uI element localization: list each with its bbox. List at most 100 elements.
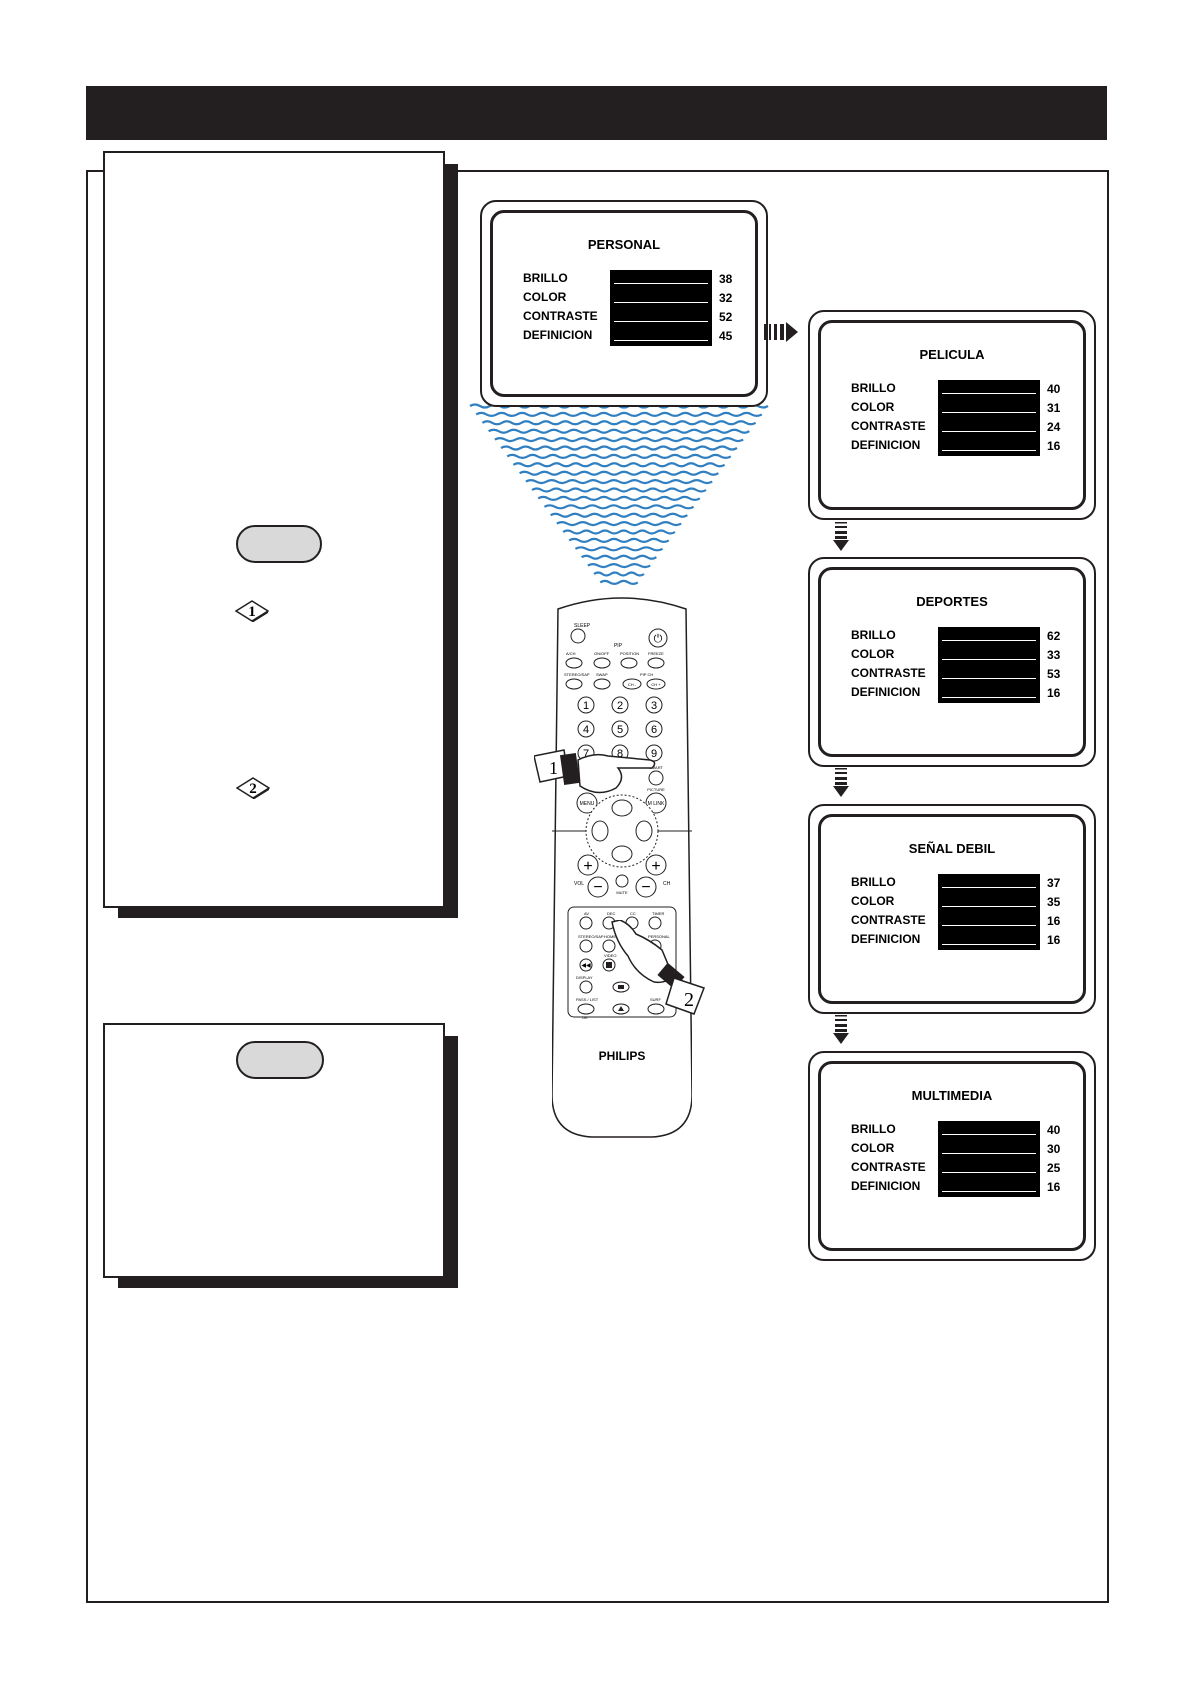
navigation-ring — [585, 794, 659, 868]
home-label: HOME — [604, 934, 616, 939]
signal-wave — [556, 521, 682, 527]
menu-button[interactable] — [576, 792, 598, 814]
stereo-button[interactable] — [565, 678, 583, 690]
tv-menu-title: DEPORTES — [916, 594, 988, 609]
ach-label: A/CH — [566, 651, 576, 656]
tv-setting-value: 16 — [1047, 933, 1061, 947]
freeze-button[interactable] — [647, 657, 665, 669]
signal-wave — [587, 563, 651, 569]
plus-icon: + — [583, 858, 592, 875]
bar-line — [942, 431, 1036, 432]
bar-line — [614, 340, 708, 341]
bar-line — [942, 450, 1036, 451]
main-frame — [86, 170, 1109, 1603]
pip-ch-minus-button[interactable] — [622, 678, 642, 690]
signal-wave — [550, 512, 688, 518]
position-button[interactable] — [620, 657, 638, 669]
header-bar — [86, 86, 1107, 140]
bar-line — [614, 302, 708, 303]
ach-button[interactable] — [565, 657, 583, 669]
record-icon — [618, 985, 624, 989]
digit-button-6[interactable] — [645, 720, 663, 738]
tv-setting-value: 16 — [1047, 439, 1061, 453]
digit-button-4[interactable] — [577, 720, 595, 738]
tv-setting-value: 45 — [719, 329, 733, 343]
bar-line — [942, 640, 1036, 641]
bar-line — [942, 944, 1036, 945]
timer-button[interactable] — [648, 916, 662, 930]
signal-wave — [531, 487, 707, 493]
dec-label: DEC — [607, 911, 616, 916]
digit-label: 1 — [583, 700, 589, 712]
power-button[interactable] — [648, 628, 668, 648]
ch-plus-label: CH + — [651, 682, 661, 687]
stereo-label: STEREO/SAP — [564, 672, 590, 677]
stereo-button-2[interactable] — [579, 939, 593, 953]
vol-minus-button[interactable] — [587, 876, 609, 898]
tv-screen-1: PERSONAL BRILLO 38 COLOR 32 CONTRASTE 52… — [480, 200, 768, 407]
tv-setting-label: COLOR — [851, 400, 895, 414]
rewind-button[interactable] — [579, 958, 593, 972]
digit-label: 7 — [583, 748, 589, 760]
tv-level-bars — [938, 627, 1040, 703]
digit-label: 6 — [651, 724, 657, 736]
tv-setting-value: 40 — [1047, 382, 1061, 396]
pass-list-button[interactable] — [577, 1003, 595, 1015]
sleep-button[interactable] — [570, 628, 586, 644]
tv-menu-title: PELICULA — [919, 347, 985, 362]
pipch-label: PIP CH — [640, 672, 653, 677]
pass-label: PASS / LIST — [576, 997, 599, 1002]
freeze-label: FREEZE — [648, 651, 664, 656]
onoff-button[interactable] — [593, 657, 611, 669]
rewind-icon: ◀◀ — [581, 963, 591, 969]
tv-setting-value: 53 — [1047, 667, 1061, 681]
signal-wave — [568, 537, 670, 543]
av-button[interactable] — [579, 916, 593, 930]
surf-label: SURF — [650, 997, 661, 1002]
eject-icon — [618, 1006, 624, 1011]
display-button[interactable] — [579, 980, 593, 994]
button-pill — [236, 525, 322, 563]
ok-label: OK — [582, 1015, 588, 1020]
tv-setting-label: CONTRASTE — [851, 1160, 926, 1174]
signal-wave — [543, 504, 695, 510]
signal-wave — [506, 453, 732, 459]
tv-setting-value: 35 — [1047, 895, 1061, 909]
digit-button-2[interactable] — [611, 696, 629, 714]
hand-pointer-1-icon: 1 — [534, 749, 656, 794]
digit-button-5[interactable] — [611, 720, 629, 738]
vol-plus-button[interactable] — [577, 854, 599, 876]
tv-setting-label: DEFINICION — [851, 1179, 921, 1193]
tv-setting-label: CONTRASTE — [523, 309, 598, 323]
home-button[interactable] — [602, 939, 616, 953]
signal-wave — [581, 554, 657, 560]
bar-line — [942, 697, 1036, 698]
pip-label: PIP — [614, 643, 623, 649]
smart-picture-button[interactable] — [648, 770, 664, 786]
nav-up-button[interactable] — [611, 799, 633, 817]
stereo-label-2: STEREO/SAP — [578, 934, 604, 939]
tv-setting-value: 32 — [719, 291, 733, 305]
nav-right-button[interactable] — [635, 820, 653, 842]
lower-button-panel — [567, 906, 677, 1018]
nav-down-button[interactable] — [611, 845, 633, 863]
minus-icon: − — [641, 879, 650, 896]
ch-plus-button[interactable] — [645, 854, 667, 876]
ch-minus-button[interactable] — [635, 876, 657, 898]
tv-screen-inner: DEPORTES BRILLO 62 COLOR 33 CONTRASTE 53… — [818, 567, 1086, 757]
personal-label: PERSONAL — [648, 934, 671, 939]
mute-button[interactable] — [615, 874, 629, 888]
minus-icon: − — [593, 879, 602, 896]
arrow-down-icon-2 — [833, 768, 849, 797]
mlink-button[interactable] — [645, 792, 667, 814]
tv-setting-label: BRILLO — [523, 271, 568, 285]
nav-left-button[interactable] — [591, 820, 609, 842]
tv-screen-3: DEPORTES BRILLO 62 COLOR 33 CONTRASTE 53… — [808, 557, 1096, 767]
digit-button-1[interactable] — [577, 696, 595, 714]
bar-line — [942, 906, 1036, 907]
digit-button-3[interactable] — [645, 696, 663, 714]
tv-level-bars — [938, 1121, 1040, 1197]
surf-button[interactable] — [647, 1003, 665, 1015]
swap-button[interactable] — [593, 678, 611, 690]
pip-ch-plus-button[interactable] — [646, 678, 666, 690]
